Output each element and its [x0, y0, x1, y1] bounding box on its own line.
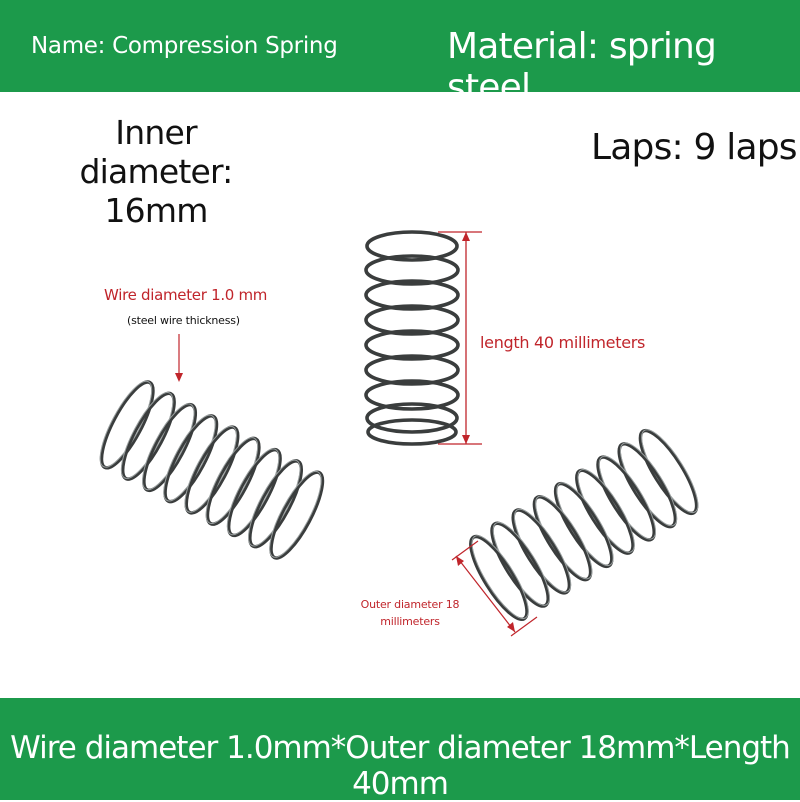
inner-diameter-title: Inner diameter:: [79, 113, 234, 191]
outer-diameter-dimension: [451, 540, 538, 637]
outer-diameter-annotation: Outer diameter 18 millimeters: [355, 596, 465, 630]
length-dimension-line: [438, 231, 482, 445]
header-band: Name: Compression Spring Material: sprin…: [0, 0, 800, 108]
right-spring-image: [459, 421, 709, 628]
left-spring-image: [89, 373, 334, 566]
material-label: Material: spring steel: [447, 26, 717, 108]
laps-label: Laps: 9 laps: [591, 127, 798, 168]
inner-diameter-label: Inner diameter: 16mm: [40, 113, 272, 231]
wire-diameter-pointer: [175, 334, 183, 382]
wire-diameter-annotation: Wire diameter 1.0 mm: [104, 286, 268, 304]
length-annotation: length 40 millimeters: [480, 333, 646, 352]
outer-diameter-line2: millimeters: [380, 615, 440, 629]
product-name-label: Name: Compression Spring: [31, 33, 338, 59]
specification-summary: Wire diameter 1.0mm*Outer diameter 18mm*…: [10, 730, 791, 802]
footer-band: [0, 698, 800, 800]
wire-thickness-note: (steel wire thickness): [127, 314, 240, 327]
center-spring-image: [364, 230, 460, 446]
inner-diameter-value: 16mm: [104, 190, 208, 230]
outer-diameter-line1: Outer diameter 18: [360, 598, 460, 611]
